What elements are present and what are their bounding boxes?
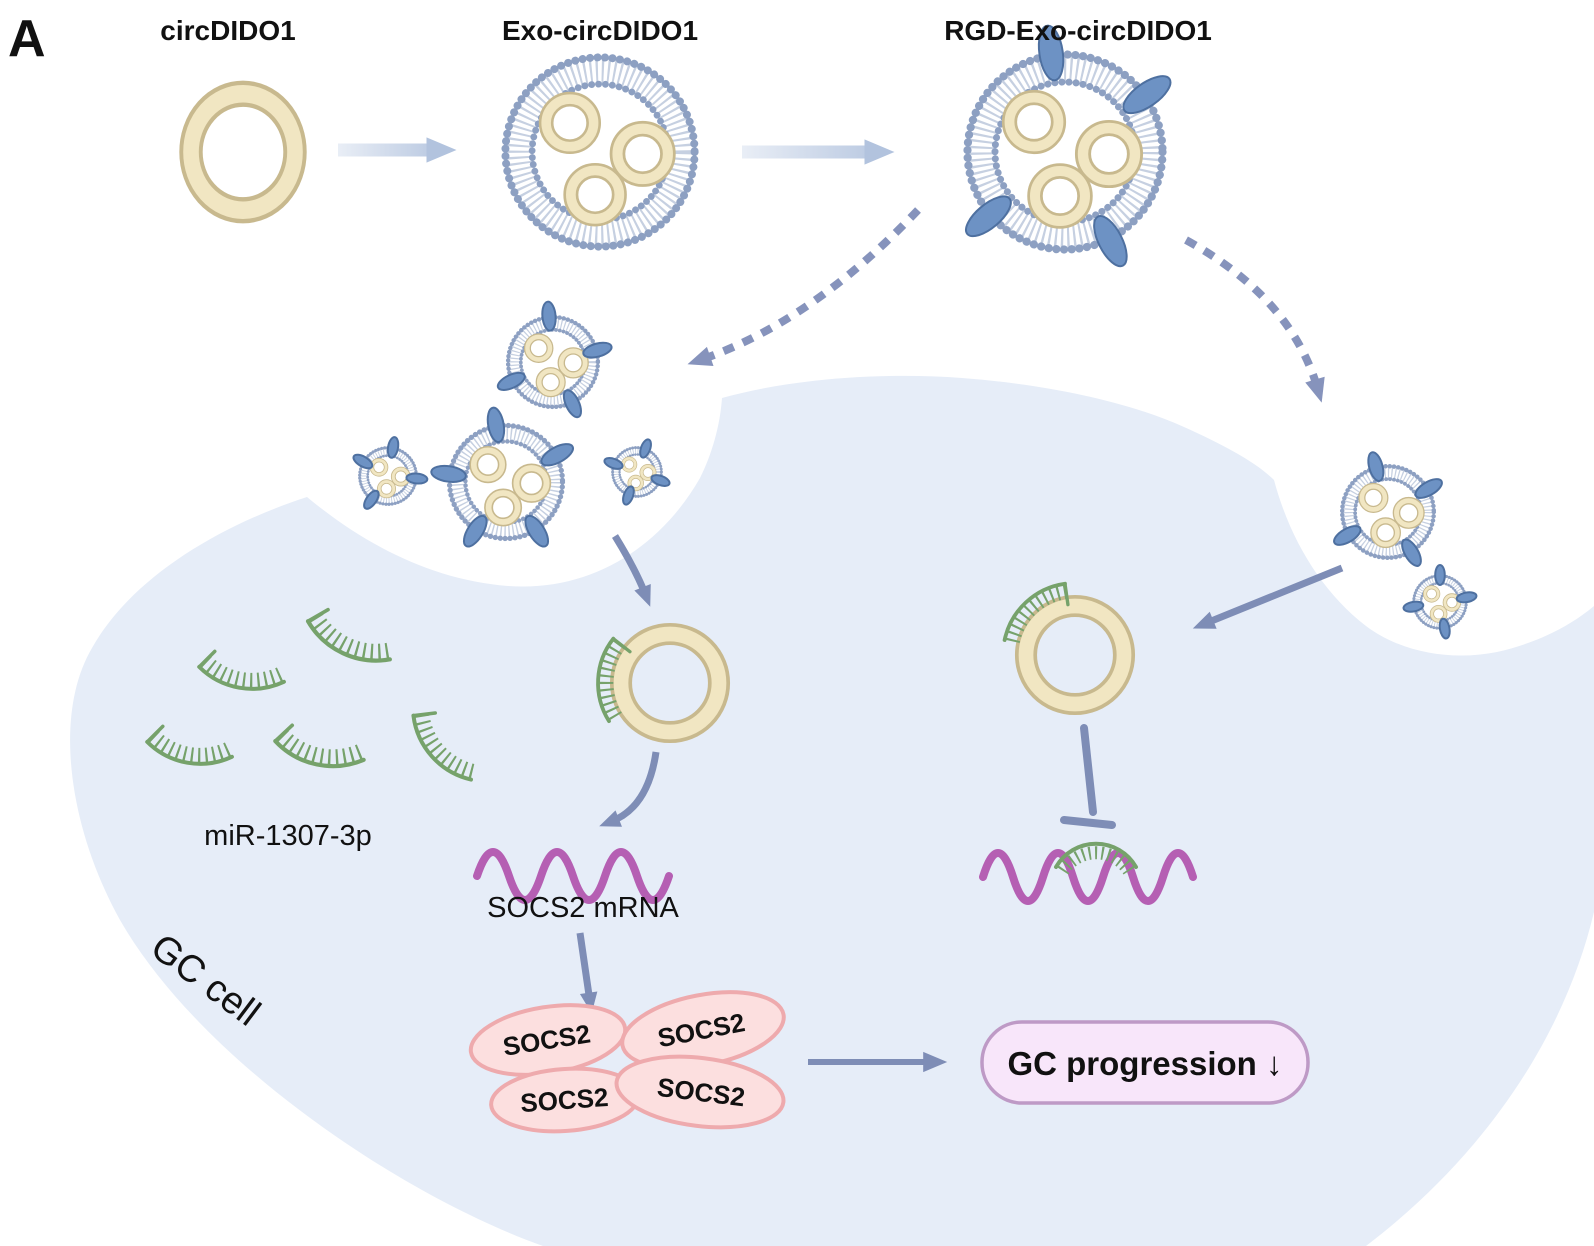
cargo-circrna-icon (1358, 482, 1389, 513)
cargo-circrna-icon (1429, 605, 1448, 623)
vesicles-layer (352, 24, 1478, 640)
arrowhead (634, 584, 651, 607)
label-exo-circdido1: Exo-circDIDO1 (502, 15, 698, 46)
rgd-peptide-icon (1367, 451, 1385, 482)
cargo-circrna-icon (523, 333, 554, 363)
rgd-peptide-icon (496, 371, 526, 391)
arrow-uptake-right (1202, 564, 1344, 628)
rgd-peptide-icon (1093, 215, 1128, 268)
socs2-protein-label: SOCS2 (519, 1082, 609, 1118)
rgd-exosome-vesicle (963, 24, 1172, 268)
rgd-peptide-icon (965, 195, 1012, 238)
rgd-peptide-icon (603, 457, 624, 470)
label-circdido1: circDIDO1 (160, 15, 295, 46)
label-rgd-exo-circdido1: RGD-Exo-circDIDO1 (944, 15, 1212, 46)
rgd-peptide-icon (1402, 600, 1425, 613)
rgd-peptide-icon (486, 406, 506, 444)
mirna-on-mrna-icon (1054, 841, 1138, 875)
arrowhead (599, 810, 622, 827)
cargo-circrna-icon (557, 347, 589, 379)
label-mirna: miR-1307-3p (204, 820, 372, 852)
arrowhead (426, 137, 457, 163)
cargo-circrna-icon (469, 445, 507, 484)
rgd-peptide-icon (352, 453, 374, 470)
cargo-circrna-icon (538, 91, 602, 155)
rgd-peptide-icon (639, 438, 652, 459)
cargo-circrna-icon (1422, 585, 1441, 603)
cargo-circrna-icon (1001, 89, 1067, 155)
arrowhead (687, 346, 714, 367)
label-socs2-mrna: SOCS2 mRNA (487, 892, 679, 924)
socs2-protein (614, 1054, 786, 1130)
rgd-peptide-icon (405, 472, 429, 485)
rgd-peptide-icon (650, 474, 671, 487)
rgd-exosome-vesicle (496, 300, 613, 419)
cargo-circrna-icon (1027, 163, 1093, 229)
rgd-peptide-icon (524, 514, 550, 548)
cargo-circrna-icon (639, 464, 657, 481)
arrowhead (1192, 611, 1217, 629)
rgd-exosome-vesicle (352, 436, 429, 510)
rgd-peptide-icon (1333, 525, 1362, 546)
rgd-peptide-icon (1455, 591, 1478, 604)
rgd-peptide-icon (1037, 24, 1065, 82)
cargo-circrna-icon (1074, 119, 1144, 189)
rgd-peptide-icon (541, 300, 557, 332)
cargo-circrna-icon (1442, 593, 1462, 612)
inhibition-tbar (1060, 724, 1116, 829)
rgd-peptide-icon (582, 341, 613, 359)
arrowhead (923, 1051, 948, 1073)
cargo-circrna-icon (535, 367, 566, 398)
rgd-exosome-vesicle (1402, 564, 1478, 640)
socs2-mrna-wave (473, 848, 673, 904)
dashed-arrow-left (698, 207, 921, 364)
socs2-protein-group: SOCS2 SOCS2 SOCS2 SOCS2 (468, 990, 786, 1134)
cargo-circrna-icon (484, 488, 523, 527)
rgd-peptide-icon (1438, 617, 1451, 640)
rgd-peptide-icon (1122, 75, 1172, 115)
rgd-peptide-icon (1414, 478, 1443, 499)
rgd-peptide-icon (386, 436, 400, 459)
cargo-circrna-icon (1370, 517, 1401, 549)
rgd-peptide-icon (462, 514, 488, 548)
cargo-circrna-icon (1392, 496, 1425, 529)
rgd-peptide-icon (1401, 538, 1422, 567)
cargo-circrna-icon (609, 120, 676, 187)
exosome-vesicle (501, 53, 699, 251)
rgd-peptide-icon (430, 464, 467, 483)
circdido1-ring (609, 622, 731, 744)
arrowhead (1305, 376, 1325, 403)
rgd-peptide-icon (363, 489, 380, 510)
circrna-rings-layer (179, 80, 1136, 744)
rgd-exosome-vesicle (1333, 451, 1443, 567)
cargo-circrna-icon (377, 479, 396, 499)
cargo-circrna-icon (511, 463, 552, 503)
rgd-peptide-icon (622, 485, 635, 506)
panel-label: A (8, 10, 46, 68)
gc-progression-box (980, 1020, 1310, 1105)
rgd-peptide-icon (540, 443, 575, 467)
circdido1-ring (1014, 594, 1136, 716)
gc-progression-label: GC progression ↓ (1007, 1045, 1282, 1082)
rgd-exosome-vesicle (603, 438, 671, 506)
cargo-circrna-icon (627, 474, 644, 492)
targeted-mrna-wave (979, 849, 1197, 905)
rgd-peptide-icon (562, 389, 582, 419)
arrows-layer (338, 137, 1344, 1073)
dashed-arrow-right (1184, 236, 1322, 392)
cargo-circrna-icon (563, 162, 627, 227)
rgd-peptide-icon (1434, 564, 1446, 586)
circdido1-ring (179, 80, 307, 224)
rgd-exosome-vesicle (430, 406, 575, 548)
arrow-mrna-to-protein (576, 932, 594, 1003)
arrowhead (864, 139, 895, 165)
